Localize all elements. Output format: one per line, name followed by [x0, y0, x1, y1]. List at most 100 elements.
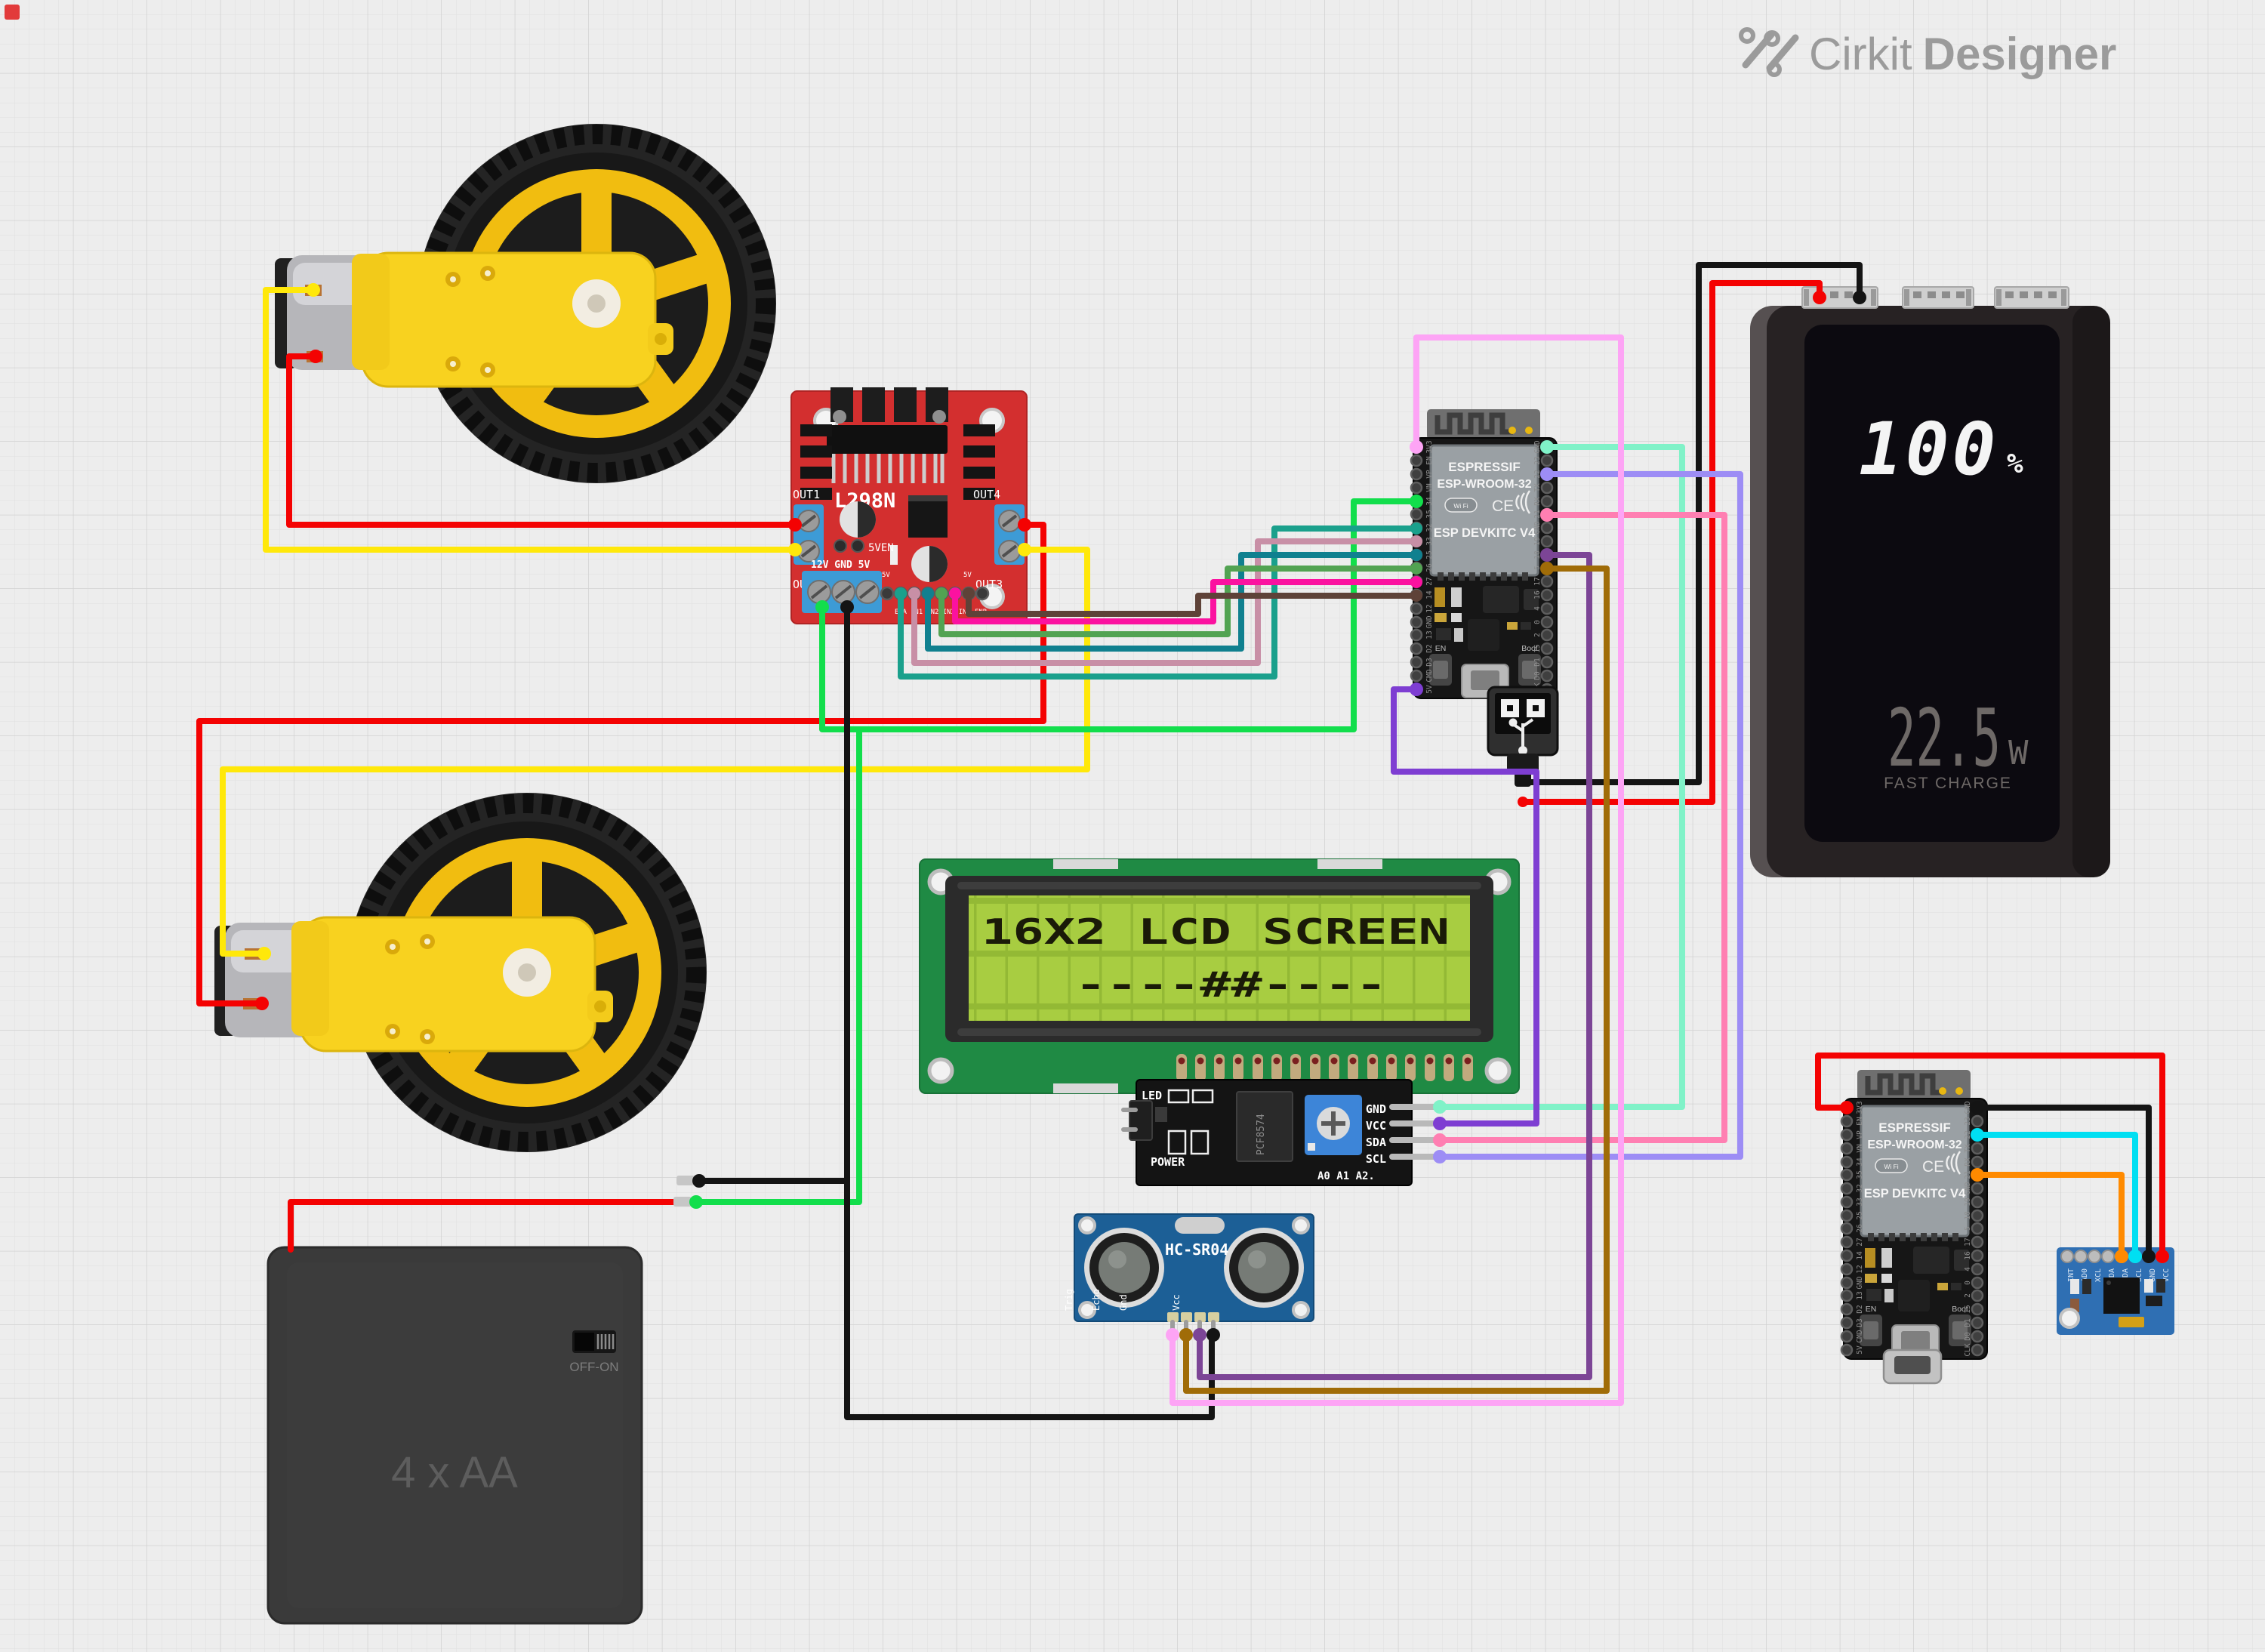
pcf8574-chip: [1236, 1091, 1293, 1162]
wire-ena: [898, 525, 1419, 680]
trig-pin-label: Trig: [1064, 1289, 1074, 1311]
sonar-pads[interactable]: [1167, 1312, 1219, 1322]
wire-out2-motor1: [263, 287, 798, 553]
wire-lcd-sda: [1437, 512, 1727, 1143]
dots-hot-pink: [1433, 508, 1554, 1147]
logo-pen-icon: [1739, 27, 1799, 77]
wires[interactable]: [196, 262, 2165, 1420]
svg-text:SDA: SDA: [2122, 1268, 2130, 1282]
dots-cyan: [1971, 1128, 2142, 1263]
wire-in3: [938, 566, 1419, 637]
dots-yellow: [257, 283, 1031, 960]
wire-enb: [966, 590, 1419, 617]
hc-sr04-ultrasonic[interactable]: HC-SR04 Vcc Trig Echo Gnd: [1064, 1213, 1314, 1336]
dots-rose: [908, 535, 1422, 599]
power-label: POWER: [1151, 1155, 1185, 1169]
sonar-name-label: HC-SR04: [1165, 1241, 1228, 1259]
dots-mid-green: [935, 562, 1422, 599]
wire-usb-power: [1520, 280, 1823, 805]
svg-text:XDA: XDA: [2108, 1268, 2116, 1282]
lcd-row1-text: 16X2 LCD SCREEN: [982, 911, 1450, 952]
scl-pin-label: SCL: [1366, 1152, 1386, 1166]
connection-dots[interactable]: [255, 283, 2169, 1342]
usb-ports[interactable]: [1801, 286, 2069, 309]
wire-12v-sense: [819, 498, 1419, 732]
i2c-pins[interactable]: [1389, 1104, 1438, 1160]
gearbox-screws: [385, 934, 435, 1044]
dc-gear-motor-2[interactable]: [214, 793, 707, 1152]
crystal: [1175, 1217, 1225, 1234]
smd-resistor: [890, 545, 898, 565]
imu-passives: [2070, 1279, 2165, 1327]
dots-magenta: [949, 576, 1422, 599]
dots-dark-cyan: [922, 549, 1422, 599]
sda-pin-label: SDA: [1366, 1136, 1386, 1149]
wire-trig: [1183, 566, 1610, 1394]
power-bank[interactable]: 100 % 22.5 W FAST CHARGE: [1750, 286, 2110, 877]
battery-holder-4xaa[interactable]: OFF-ON 4 x AA: [267, 1246, 643, 1625]
svg-text:GND: GND: [2149, 1268, 2157, 1282]
led-label: LED: [1142, 1089, 1162, 1102]
gearbox-screws: [445, 266, 495, 378]
transducer-left: [1084, 1228, 1164, 1308]
wire-in4: [952, 579, 1419, 624]
dc-gear-motor-1[interactable]: [275, 124, 776, 483]
switch-label: OFF-ON: [569, 1360, 618, 1374]
aux5v-left-label: 5V: [882, 572, 890, 579]
dots-aqua: [1433, 440, 1554, 1114]
diodes: [800, 424, 995, 500]
power-switch[interactable]: [572, 1330, 616, 1353]
power-terminal-labels: 12V GND 5V: [811, 559, 870, 571]
wire-out4-motor2: [196, 522, 1046, 1006]
wire-out3-motor2: [220, 547, 1090, 957]
svg-text:AD0: AD0: [2081, 1268, 2089, 1282]
lcd-16x2[interactable]: 16X2 LCD SCREEN ----##----: [919, 858, 1520, 1094]
gearbox: [299, 916, 596, 1053]
watts-value: 22.5: [1888, 692, 2001, 784]
wire-echo: [1197, 552, 1592, 1380]
dots-red: [255, 291, 2169, 1263]
dots-pink: [1166, 440, 1423, 1342]
dots-green: [689, 495, 1423, 1209]
wire-usb-ground: [1520, 262, 1863, 785]
crimp-tip: [673, 1197, 692, 1207]
wire-lcd-vcc: [1391, 686, 1539, 1127]
jumper-pin[interactable]: [851, 539, 864, 553]
echo-pin-label: Echo: [1091, 1289, 1102, 1311]
svg-text:VCC: VCC: [2162, 1268, 2171, 1282]
gnd-pin-label: GND: [1366, 1102, 1386, 1116]
wire-battery-to-12v: [693, 726, 862, 1205]
chip-label: PCF8574: [1256, 1114, 1267, 1155]
imu-module[interactable]: INT AD0 XCL XDA SDA SCL GND VCC: [2057, 1247, 2174, 1335]
battery-percent-value: 100: [1859, 407, 1998, 492]
corner-marker: [5, 5, 20, 20]
battery-percent-sign: %: [2007, 448, 2023, 479]
dots-black: [692, 291, 2156, 1342]
dots-purple: [1410, 683, 1447, 1130]
usb-plug[interactable]: [1487, 686, 1559, 787]
imu-pin-labels: INT AD0 XCL XDA SDA SCL GND VCC: [2067, 1268, 2171, 1282]
regulator-tab: [908, 495, 948, 503]
wire-in1: [911, 538, 1419, 666]
svg-text:INT: INT: [2067, 1268, 2075, 1282]
wire-in2: [925, 552, 1419, 652]
wire-imu-sda: [1974, 1172, 2125, 1259]
esp32-devkit-aux[interactable]: [1841, 1070, 1987, 1359]
wires-yellow: [220, 287, 1090, 957]
i2c-backpack[interactable]: LED POWER PCF8574 A0 A1 A2. GND VCC SDA …: [1121, 1079, 1438, 1186]
out1-label: OUT1: [793, 488, 820, 501]
power-bank-screen: [1804, 325, 2060, 842]
svg-text:SCL: SCL: [2135, 1268, 2143, 1282]
esp32-devkit-main[interactable]: [1411, 409, 1557, 698]
wire-lcd-gnd: [1437, 444, 1685, 1110]
crimp-tip: [676, 1176, 695, 1185]
led-jumper[interactable]: [1129, 1100, 1153, 1141]
transducer-right: [1224, 1228, 1304, 1308]
regulator: [908, 501, 948, 538]
l298n-motor-driver[interactable]: L298N OUT1 OUT2 OUT4 OUT3 5VEN 12V GND 5…: [790, 387, 1028, 624]
dots-teal: [895, 522, 1422, 599]
jumper-pin[interactable]: [834, 539, 847, 553]
aux5v-right-label: 5V: [963, 572, 972, 579]
